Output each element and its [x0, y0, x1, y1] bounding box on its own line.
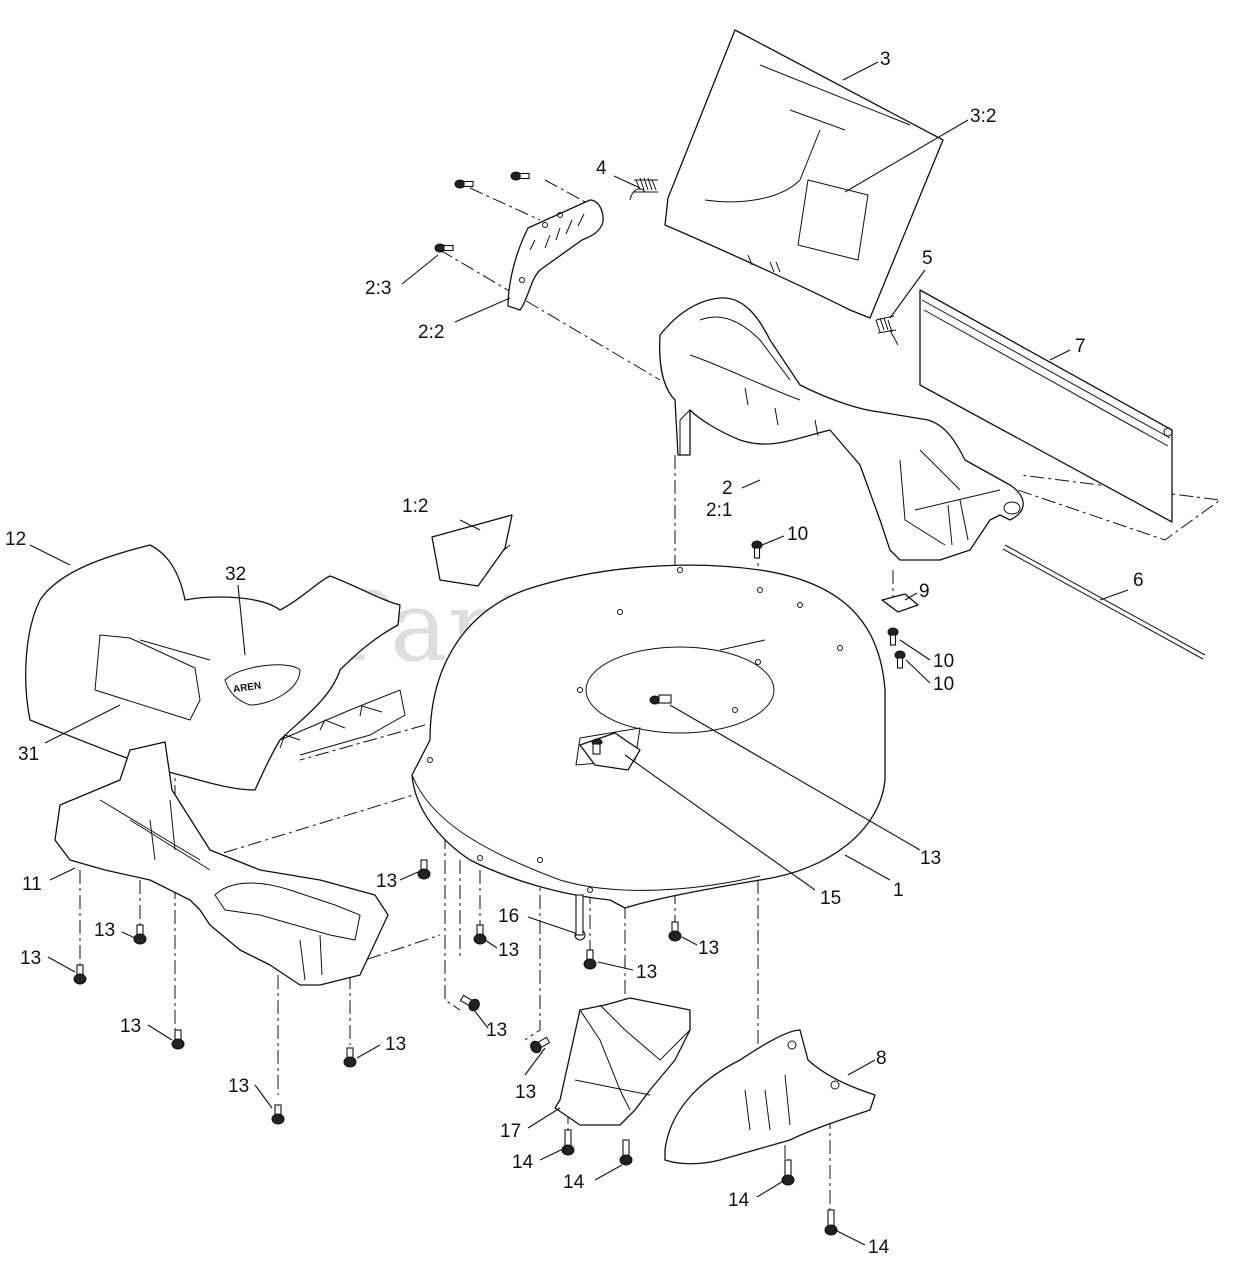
callout-10-b: 10	[933, 651, 954, 672]
callout-7: 7	[1075, 336, 1086, 357]
callout-1-2: 1:2	[402, 496, 428, 517]
callout-13-d: 13	[120, 1016, 141, 1037]
callout-labels: 3 3:2 4 5 7 2:3 2:2 2 2:1 1:2 10 9 10 10…	[5, 49, 1144, 1258]
deflector-part-17	[554, 997, 691, 1126]
callout-13-l: 13	[920, 848, 941, 869]
callout-14-b: 14	[563, 1172, 585, 1193]
callout-13-e: 13	[385, 1034, 406, 1055]
callout-9: 9	[919, 581, 930, 602]
plate-part-15	[579, 732, 641, 771]
callout-14-d: 14	[868, 1237, 890, 1258]
front-frame-part-11	[54, 741, 389, 986]
side-chute-part-8	[664, 1029, 876, 1165]
alignment-lines	[79, 179, 1222, 1210]
callout-3: 3	[880, 49, 891, 70]
callout-13-c: 13	[20, 948, 41, 969]
pin-part-16	[574, 894, 586, 941]
callout-14-a: 14	[512, 1152, 534, 1173]
callout-2-3: 2:3	[365, 278, 391, 299]
callout-5: 5	[922, 248, 933, 269]
callout-17: 17	[500, 1121, 521, 1142]
callout-10-c: 10	[933, 674, 954, 695]
callout-13-g: 13	[498, 940, 519, 961]
callout-8: 8	[876, 1048, 887, 1069]
callout-2-1: 2:1	[706, 500, 732, 521]
callout-13-a: 13	[376, 871, 397, 892]
callout-1: 1	[893, 880, 904, 901]
callout-10-a: 10	[787, 524, 808, 545]
callout-13-i: 13	[698, 938, 719, 959]
callout-11: 11	[22, 874, 42, 895]
mower-deck-part-1	[411, 564, 886, 909]
rear-frame-part-2	[659, 297, 1024, 561]
spring-part-5	[875, 315, 899, 346]
callout-2: 2	[722, 478, 733, 499]
cover-decal-text: AREN	[232, 680, 262, 695]
rear-flap-part-3	[664, 29, 944, 319]
bolts	[73, 540, 906, 1236]
callout-16: 16	[498, 906, 519, 927]
callout-13-b: 13	[94, 920, 115, 941]
callout-13-h: 13	[636, 962, 657, 983]
callout-13-f: 13	[228, 1076, 249, 1097]
leader-lines	[29, 61, 1129, 1246]
bracket-screws	[434, 171, 530, 253]
callout-13-k: 13	[515, 1082, 536, 1103]
callout-6: 6	[1133, 570, 1144, 591]
decal-part-1-2	[431, 514, 513, 587]
callout-2-2: 2:2	[418, 322, 444, 343]
deck-bolt-13	[649, 694, 672, 705]
callout-12: 12	[5, 529, 26, 550]
callout-32: 32	[225, 564, 246, 585]
spring-part-4	[629, 177, 658, 201]
rear-panel-part-7	[919, 289, 1173, 523]
front-cover-part-12: AREN	[25, 544, 406, 791]
bracket-part-2-2	[507, 199, 604, 311]
callout-15: 15	[820, 888, 841, 909]
callout-4: 4	[596, 158, 607, 179]
rod-part-6	[1002, 544, 1206, 660]
callout-13-j: 13	[486, 1020, 507, 1041]
plate-part-9	[881, 593, 919, 613]
callout-14-c: 14	[728, 1190, 750, 1211]
callout-3-2: 3:2	[970, 106, 996, 127]
callout-31: 31	[18, 744, 39, 765]
